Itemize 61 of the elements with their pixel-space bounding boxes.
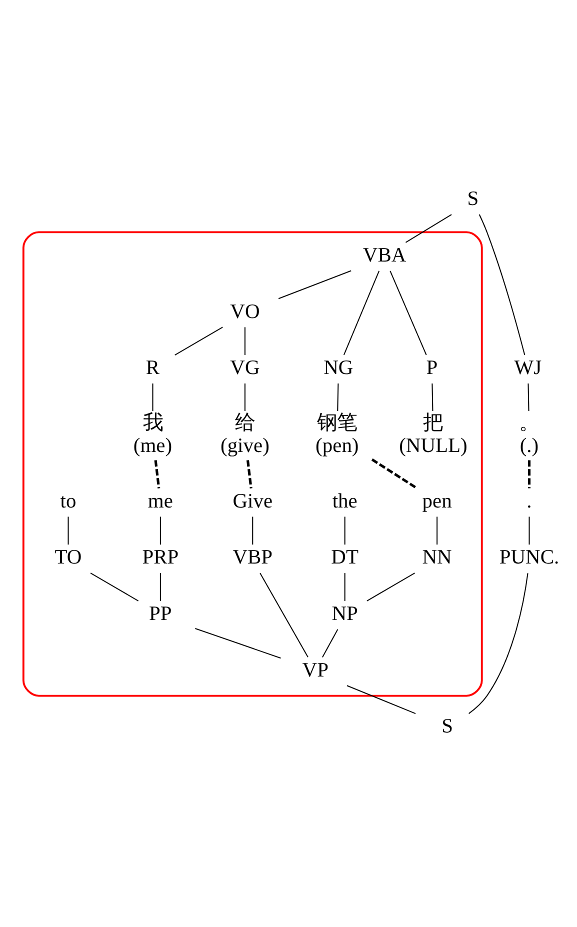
node-text: NG <box>324 356 354 379</box>
connector <box>343 270 380 355</box>
connector <box>468 572 528 714</box>
node-text: 我 (me) <box>133 412 172 457</box>
node-text: me <box>148 490 173 512</box>
node-text: NN <box>422 546 452 568</box>
connector <box>195 627 281 658</box>
connector <box>528 460 531 488</box>
node-text: 。 (.) <box>519 412 540 457</box>
connector <box>68 516 69 544</box>
connector <box>174 326 223 355</box>
connector <box>322 628 338 658</box>
connector <box>160 516 161 544</box>
connector <box>344 572 346 600</box>
cluster <box>22 230 483 696</box>
node-text: R <box>146 356 160 379</box>
node-text: 钢笔 (pen) <box>316 412 359 457</box>
node-text: S <box>467 188 479 210</box>
connector <box>90 572 139 601</box>
connector <box>337 382 339 410</box>
node-text: NP <box>332 602 358 624</box>
connector <box>260 572 308 657</box>
node-text: VO <box>230 300 260 322</box>
connector <box>528 516 530 544</box>
node-text: VBA <box>362 244 406 266</box>
connector <box>152 382 154 410</box>
node-text: VBP <box>232 546 273 568</box>
node-text: P <box>426 356 438 379</box>
connector <box>246 460 252 488</box>
connector <box>346 684 416 714</box>
node-text: . <box>526 490 532 512</box>
connector <box>371 458 418 489</box>
node-text: pen <box>422 490 452 512</box>
connector <box>278 270 352 299</box>
connector <box>154 460 160 488</box>
connector <box>366 572 415 601</box>
node-text: PUNC. <box>499 546 560 568</box>
connector <box>478 214 526 355</box>
node-text: WJ <box>514 356 542 379</box>
node-text: PRP <box>142 546 179 568</box>
node-text: Give <box>232 490 273 512</box>
connector <box>528 382 530 410</box>
node-text: S <box>442 715 453 738</box>
connector <box>244 382 246 410</box>
node-text: to <box>60 490 76 512</box>
node-text: DT <box>331 546 358 568</box>
node-text: PP <box>149 602 172 624</box>
connector <box>390 270 427 355</box>
connector <box>344 516 346 544</box>
connector <box>244 326 246 355</box>
node-text: the <box>332 490 358 512</box>
node-text: TO <box>54 546 82 568</box>
connector <box>405 214 452 242</box>
node-text: VG <box>230 356 260 379</box>
connector <box>436 516 438 544</box>
node-text: 给 (give) <box>220 412 270 457</box>
connector <box>160 572 161 600</box>
connector <box>252 516 254 544</box>
node-text: 把 (NULL) <box>399 412 468 457</box>
node-text: VP <box>302 658 328 681</box>
connector <box>432 382 434 410</box>
